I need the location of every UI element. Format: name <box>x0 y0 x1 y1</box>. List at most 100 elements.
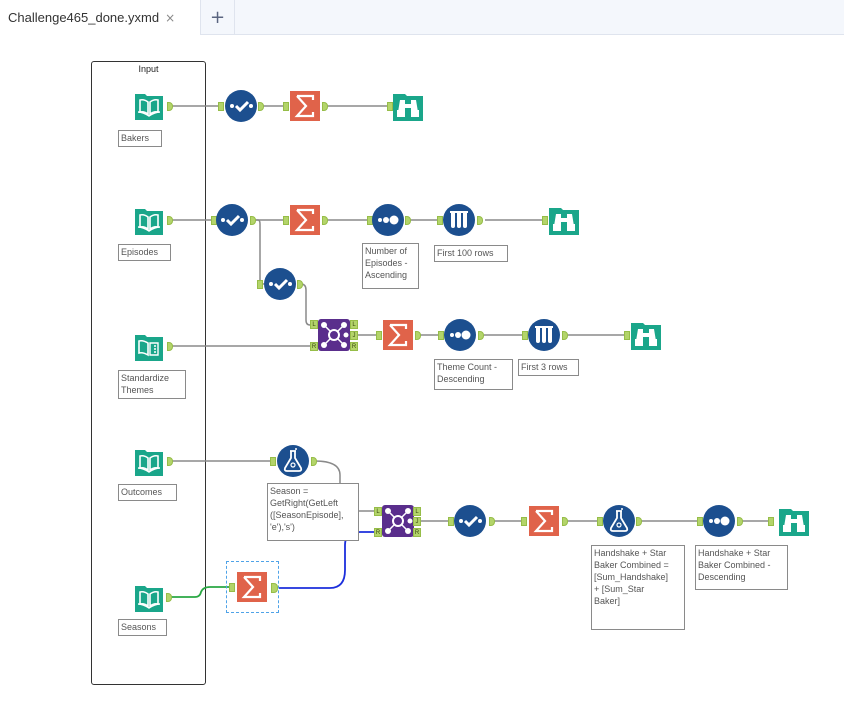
input-anchor[interactable] <box>283 102 289 111</box>
book-list-icon <box>135 335 163 361</box>
tool-label-sort-combined: Handshake + Star Baker Combined - Descen… <box>695 545 788 590</box>
input-anchor[interactable] <box>218 102 224 111</box>
output-anchor[interactable] <box>311 457 317 466</box>
output-anchor[interactable] <box>562 517 568 526</box>
input-tool-seasons[interactable] <box>133 582 165 614</box>
browse-tool[interactable] <box>778 505 810 537</box>
join-right-output[interactable]: R <box>350 342 358 351</box>
tool-label-sort-theme: Theme Count - Descending <box>434 359 513 390</box>
output-anchor[interactable] <box>405 216 411 225</box>
output-anchor[interactable] <box>737 517 743 526</box>
highlighted-wire <box>171 586 231 598</box>
sigma-icon <box>529 506 559 536</box>
select-tool[interactable] <box>216 204 248 236</box>
tab-workflow[interactable]: Challenge465_done.yxmd × <box>0 0 200 35</box>
sort-tool[interactable] <box>703 505 735 537</box>
flask-icon <box>603 505 635 537</box>
input-anchor[interactable] <box>270 457 276 466</box>
sigma-icon <box>383 320 413 350</box>
output-anchor[interactable] <box>167 216 173 225</box>
input-anchor[interactable] <box>597 517 603 526</box>
tool-label-sample-100: First 100 rows <box>434 245 508 262</box>
add-tab-button[interactable]: + <box>200 0 235 34</box>
input-anchor[interactable] <box>768 517 774 526</box>
output-anchor[interactable] <box>415 331 421 340</box>
tool-label-episodes: Episodes <box>118 244 171 261</box>
input-anchor[interactable] <box>542 216 548 225</box>
tab-bar: Challenge465_done.yxmd × + <box>0 0 844 35</box>
join-left-output[interactable]: L <box>413 507 421 516</box>
join-left-anchor[interactable]: L <box>310 320 318 329</box>
summarize-tool[interactable] <box>528 505 560 537</box>
output-anchor[interactable] <box>271 583 278 593</box>
tab-title[interactable]: Challenge465_done.yxmd <box>8 10 160 25</box>
book-icon <box>135 450 163 476</box>
sigma-icon <box>290 205 320 235</box>
join-tool[interactable] <box>318 319 350 351</box>
join-right-anchor[interactable]: R <box>374 528 382 537</box>
browse-tool[interactable] <box>630 319 662 351</box>
summarize-tool[interactable] <box>289 90 321 122</box>
select-tool-2[interactable] <box>264 268 296 300</box>
output-anchor[interactable] <box>250 216 256 225</box>
join-right-output[interactable]: R <box>413 528 421 537</box>
join-j-output[interactable]: J <box>350 331 358 340</box>
join-right-anchor[interactable]: R <box>310 342 318 351</box>
join-tool-2[interactable] <box>382 505 414 537</box>
select-tool[interactable] <box>225 90 257 122</box>
summarize-tool[interactable] <box>289 204 321 236</box>
output-anchor[interactable] <box>562 331 568 340</box>
input-anchor[interactable] <box>521 517 527 526</box>
tool-label-formula-combined: Handshake + Star Baker Combined = [Sum_H… <box>591 545 685 630</box>
tool-label-bakers: Bakers <box>118 130 162 147</box>
join-left-output[interactable]: L <box>350 320 358 329</box>
input-anchor[interactable] <box>257 280 263 289</box>
tool-label-sort-episodes: Number of Episodes - Ascending <box>362 243 419 289</box>
sort-tool[interactable] <box>444 319 476 351</box>
summarize-tool-selected[interactable] <box>236 571 268 603</box>
output-anchor[interactable] <box>166 593 172 602</box>
output-anchor[interactable] <box>478 331 484 340</box>
input-anchor[interactable] <box>624 331 630 340</box>
input-anchor[interactable] <box>283 216 289 225</box>
input-anchor[interactable] <box>376 331 382 340</box>
selection-box[interactable] <box>226 561 279 613</box>
sample-tool[interactable] <box>528 319 560 351</box>
join-left-anchor[interactable]: L <box>374 507 382 516</box>
join-icon <box>382 505 414 537</box>
summarize-tool[interactable] <box>382 319 414 351</box>
browse-tool[interactable] <box>548 204 580 236</box>
input-tool-bakers[interactable] <box>133 90 165 122</box>
output-anchor[interactable] <box>167 342 173 351</box>
container-title: Input <box>138 64 159 74</box>
input-tool-outcomes[interactable] <box>133 446 165 478</box>
input-anchor[interactable] <box>438 331 444 340</box>
sort-tool[interactable] <box>372 204 404 236</box>
input-anchor[interactable] <box>387 102 393 111</box>
input-anchor[interactable] <box>448 517 454 526</box>
join-j-output[interactable]: J <box>413 517 421 526</box>
output-anchor[interactable] <box>636 517 642 526</box>
output-anchor[interactable] <box>297 280 303 289</box>
input-tool-standardize-themes[interactable] <box>133 331 165 363</box>
book-icon <box>135 209 163 235</box>
select-tool[interactable] <box>454 505 486 537</box>
sample-tool[interactable] <box>443 204 475 236</box>
close-icon[interactable]: × <box>165 10 176 25</box>
input-container[interactable]: Input <box>91 61 206 685</box>
input-anchor[interactable] <box>697 517 703 526</box>
output-anchor[interactable] <box>322 102 328 111</box>
output-anchor[interactable] <box>167 457 173 466</box>
output-anchor[interactable] <box>477 216 483 225</box>
output-anchor[interactable] <box>258 102 264 111</box>
input-anchor[interactable] <box>437 216 443 225</box>
formula-tool[interactable] <box>277 445 309 477</box>
formula-tool-2[interactable] <box>603 505 635 537</box>
output-anchor[interactable] <box>167 102 173 111</box>
input-anchor[interactable] <box>229 583 235 592</box>
output-anchor[interactable] <box>322 216 328 225</box>
input-anchor[interactable] <box>522 331 528 340</box>
input-tool-episodes[interactable] <box>133 205 165 237</box>
output-anchor[interactable] <box>489 517 495 526</box>
browse-tool[interactable] <box>392 90 424 122</box>
